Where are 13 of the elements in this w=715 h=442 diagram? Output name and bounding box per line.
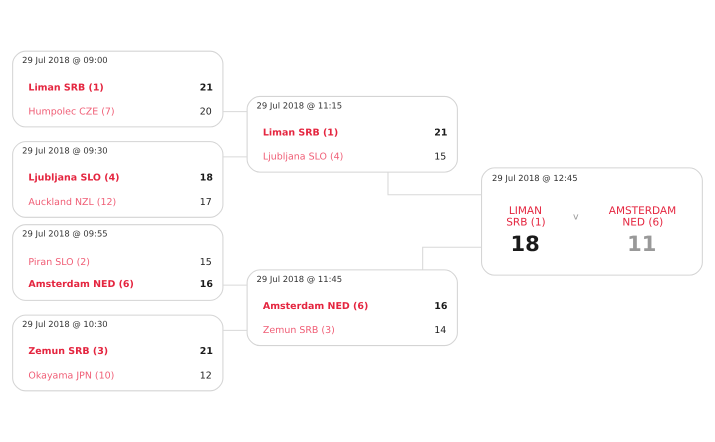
node-box: 29 Jul 2018 @ 09:30 Ljubljana SLO (4) 18 Auckland NZL (12) 17 [12, 141, 224, 218]
node-box: 29 Jul 2018 @ 10:30 Zemun SRB (3) 21 Okayama JPN (10) 12 [12, 314, 224, 392]
connector [223, 330, 247, 331]
connector [223, 156, 247, 158]
connector [387, 172, 482, 196]
connector [223, 284, 247, 286]
node-box: 29 Jul 2018 @ 09:55 Piran SLO (2) 15 Amsterdam NED (6) 16 [12, 224, 224, 301]
node-box: 29 Jul 2018 @ 09:00 Liman SRB (1) 21 Humpolec CZE (7) 20 [12, 50, 224, 128]
node-box: 29 Jul 2018 @ 11:15 Liman SRB (1) 21 Ljubljana SLO (4) 15 [246, 96, 458, 173]
connector [223, 111, 247, 112]
node-box: 29 Jul 2018 @ 12:45 LIMAN SRB (1) v AMSTERDAM NED (6) 18 11 [481, 167, 703, 276]
node-box: 29 Jul 2018 @ 11:45 Amsterdam NED (6) 16 Zemun SRB (3) 14 [246, 269, 458, 346]
connector [422, 246, 482, 270]
